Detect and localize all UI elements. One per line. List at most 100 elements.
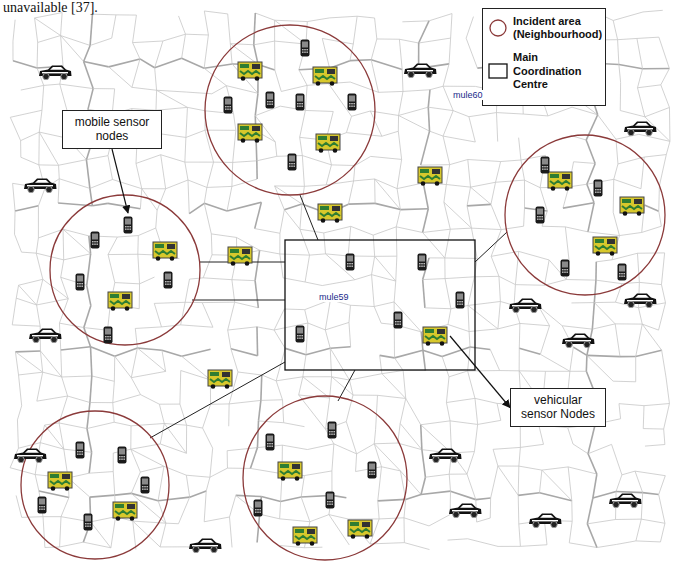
street (211, 403, 230, 404)
street (542, 467, 568, 470)
street (301, 497, 310, 522)
street (158, 501, 166, 523)
street (397, 189, 400, 210)
street (404, 499, 406, 517)
street (523, 114, 548, 116)
street (305, 110, 333, 111)
street (330, 348, 349, 380)
legend-text: Main Coordination Centre (513, 51, 601, 91)
street (374, 443, 397, 445)
street (334, 444, 357, 454)
street (448, 325, 469, 332)
street (588, 232, 620, 236)
street (542, 226, 565, 228)
street (638, 85, 661, 88)
street (469, 113, 497, 117)
street (89, 452, 91, 473)
street (468, 301, 500, 305)
street (645, 445, 665, 447)
street (182, 356, 211, 380)
street (348, 181, 353, 204)
street (233, 130, 236, 162)
street (182, 34, 186, 58)
street (256, 327, 258, 356)
street (203, 428, 213, 448)
street (136, 155, 161, 164)
street (642, 226, 662, 232)
street (326, 165, 331, 185)
street (160, 423, 164, 443)
street (92, 203, 107, 205)
street (660, 523, 664, 542)
street (518, 493, 539, 496)
street (281, 497, 302, 501)
street (230, 44, 258, 65)
phone-icon (141, 477, 150, 494)
street (131, 449, 164, 466)
street (514, 285, 515, 306)
street (322, 38, 329, 68)
street (21, 85, 44, 90)
phone-icon (346, 254, 355, 271)
ambulance-icon (48, 472, 72, 491)
street (406, 495, 421, 500)
street (515, 284, 544, 286)
street (111, 517, 116, 548)
street (571, 501, 572, 522)
street (395, 358, 404, 371)
street (372, 275, 375, 307)
street (190, 491, 207, 497)
street (588, 444, 612, 453)
street (545, 280, 567, 286)
street (349, 322, 351, 346)
street (37, 279, 43, 305)
street (113, 395, 141, 403)
street (357, 444, 375, 454)
phone-icon (266, 434, 275, 451)
street (619, 65, 621, 83)
street (300, 229, 310, 255)
street (304, 471, 332, 476)
street (519, 447, 521, 466)
street (299, 70, 307, 86)
street (326, 254, 355, 280)
street (375, 203, 400, 209)
street (379, 518, 404, 519)
street (257, 156, 277, 160)
street (302, 156, 304, 187)
street (403, 518, 404, 543)
phone-icon (541, 157, 550, 174)
street (275, 142, 277, 156)
street (659, 476, 666, 495)
street (36, 238, 38, 253)
street (659, 155, 666, 186)
street (467, 204, 491, 206)
centre-link (192, 300, 285, 301)
street (375, 256, 396, 281)
street (429, 14, 452, 21)
street (661, 253, 664, 285)
street (61, 260, 64, 277)
street (325, 330, 330, 348)
street (36, 253, 43, 279)
street (400, 423, 422, 449)
street (371, 156, 402, 159)
street (255, 281, 258, 308)
street (260, 250, 280, 254)
street (348, 203, 375, 205)
street (19, 279, 43, 285)
street (87, 285, 91, 305)
street (661, 69, 670, 85)
street (59, 299, 68, 323)
street (230, 495, 236, 517)
street (669, 107, 670, 141)
street (498, 466, 518, 495)
street (305, 310, 308, 323)
street (406, 398, 421, 424)
street (38, 36, 61, 43)
street (403, 371, 406, 399)
street (355, 275, 372, 280)
street (155, 41, 163, 68)
phone-icon (536, 207, 545, 224)
street (662, 350, 666, 377)
